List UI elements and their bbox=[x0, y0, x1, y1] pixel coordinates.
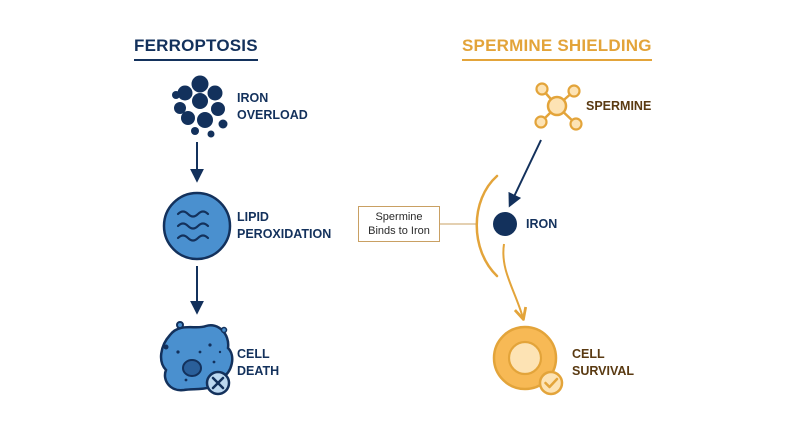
arrow-spermine-to-iron bbox=[508, 139, 542, 208]
healthy-cell-icon bbox=[492, 325, 564, 396]
wave-circle-icon bbox=[162, 191, 232, 261]
ferroptosis-heading: FERROPTOSIS bbox=[134, 36, 258, 61]
spermine-binds-iron-callout: Spermine Binds to Iron bbox=[358, 206, 440, 242]
iron-overload-label: IRON OVERLOAD bbox=[237, 91, 308, 122]
lipid-peroxidation-label: LIPID PEROXIDATION bbox=[237, 210, 332, 241]
iron-cluster-icon bbox=[172, 75, 228, 138]
arrow-iron-to-survival bbox=[502, 243, 523, 318]
damaged-cell-icon bbox=[159, 321, 234, 396]
shield-arc bbox=[475, 174, 499, 278]
spermine-label: SPERMINE bbox=[586, 99, 652, 113]
cell-survival-label: CELL SURVIVAL bbox=[572, 347, 635, 378]
cell-death-label: CELL DEATH bbox=[237, 347, 280, 378]
spermine-shielding-heading: SPERMINE SHIELDING bbox=[462, 36, 652, 61]
molecule-icon bbox=[534, 82, 583, 131]
iron-dot-icon bbox=[493, 212, 517, 236]
iron-label: IRON bbox=[526, 217, 558, 231]
